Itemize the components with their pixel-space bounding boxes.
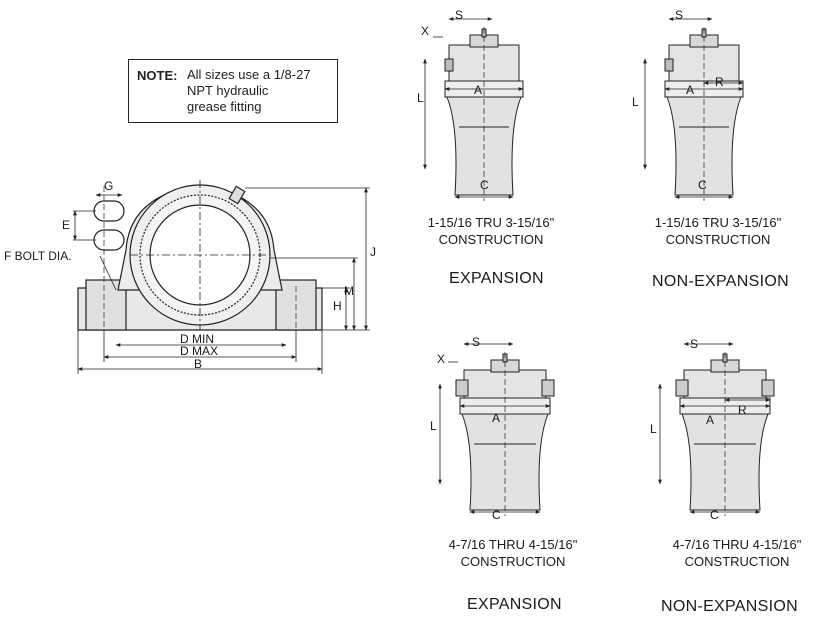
dim-label-X: X bbox=[421, 24, 430, 38]
dim-label-S: S bbox=[455, 8, 464, 22]
dim-label-C: C bbox=[698, 178, 707, 192]
side-view-shape-2 bbox=[664, 27, 744, 201]
caption-size: 4-7/16 THRU 4-15/16" bbox=[448, 537, 578, 552]
side-view-dims-2 bbox=[643, 17, 744, 199]
dim-label-L: L bbox=[430, 419, 437, 433]
dim-label-A: A bbox=[474, 83, 483, 97]
dim-label-R: R bbox=[715, 75, 724, 89]
dim-label-A: A bbox=[706, 413, 715, 427]
side-view-shape-3 bbox=[455, 352, 555, 516]
dim-label-H: H bbox=[333, 299, 342, 313]
dim-label-J: J bbox=[370, 245, 376, 259]
dim-label-A: A bbox=[686, 83, 695, 97]
side-view-shape-4 bbox=[675, 352, 775, 516]
dim-label-S: S bbox=[675, 8, 684, 22]
type-label: EXPANSION bbox=[449, 270, 544, 287]
dim-label-E: E bbox=[62, 218, 71, 232]
front-view-dimensions bbox=[73, 187, 370, 374]
side-view-dims-3 bbox=[438, 342, 551, 514]
dim-label-L: L bbox=[650, 422, 657, 436]
side-view-dims-4 bbox=[658, 342, 771, 514]
dim-label-G: G bbox=[104, 179, 114, 193]
caption-size: 1-15/16 TRU 3-15/16" bbox=[427, 215, 555, 230]
dim-label-S: S bbox=[690, 337, 699, 351]
caption: 4-7/16 THRU 4-15/16" CONSTRUCTION bbox=[662, 536, 812, 570]
dim-label-L: L bbox=[417, 91, 424, 105]
dim-label-C: C bbox=[710, 508, 719, 522]
dim-label-D-min: D MIN bbox=[180, 332, 214, 346]
type-label: NON-EXPANSION bbox=[652, 273, 789, 290]
side-view-dims-1 bbox=[423, 17, 524, 199]
caption-construction: CONSTRUCTION bbox=[438, 232, 544, 247]
type-label: NON-EXPANSION bbox=[661, 598, 798, 615]
side-view-shape-1 bbox=[444, 27, 524, 201]
dim-label-C: C bbox=[492, 508, 501, 522]
dim-label-X: X bbox=[437, 352, 446, 366]
dim-label-R: R bbox=[738, 403, 747, 417]
caption: 1-15/16 TRU 3-15/16" CONSTRUCTION bbox=[642, 214, 794, 248]
front-view bbox=[77, 180, 323, 331]
note-text: All sizes use a 1/8-27 NPT hydraulic gre… bbox=[187, 67, 311, 114]
caption-size: 1-15/16 TRU 3-15/16" bbox=[654, 215, 782, 230]
dim-label-A: A bbox=[492, 411, 501, 425]
dim-label-S: S bbox=[472, 335, 481, 349]
dim-label-D-max: D MAX bbox=[180, 344, 219, 358]
dim-label-F: F BOLT DIA. bbox=[4, 249, 72, 263]
dim-label-L: L bbox=[632, 95, 639, 109]
dim-label-C: C bbox=[480, 178, 489, 192]
type-label: EXPANSION bbox=[467, 596, 562, 613]
side-views bbox=[423, 17, 775, 516]
note-title: NOTE: bbox=[137, 68, 178, 83]
dim-label-M: M bbox=[344, 284, 354, 298]
dim-label-B: B bbox=[194, 357, 203, 371]
caption: 1-15/16 TRU 3-15/16" CONSTRUCTION bbox=[420, 214, 562, 248]
caption-construction: CONSTRUCTION bbox=[665, 232, 771, 247]
caption-size: 4-7/16 THRU 4-15/16" bbox=[672, 537, 802, 552]
caption-construction: CONSTRUCTION bbox=[460, 554, 566, 569]
caption: 4-7/16 THRU 4-15/16" CONSTRUCTION bbox=[438, 536, 588, 570]
caption-construction: CONSTRUCTION bbox=[684, 554, 790, 569]
note-box: NOTE: All sizes use a 1/8-27 NPT hydraul… bbox=[128, 59, 338, 123]
